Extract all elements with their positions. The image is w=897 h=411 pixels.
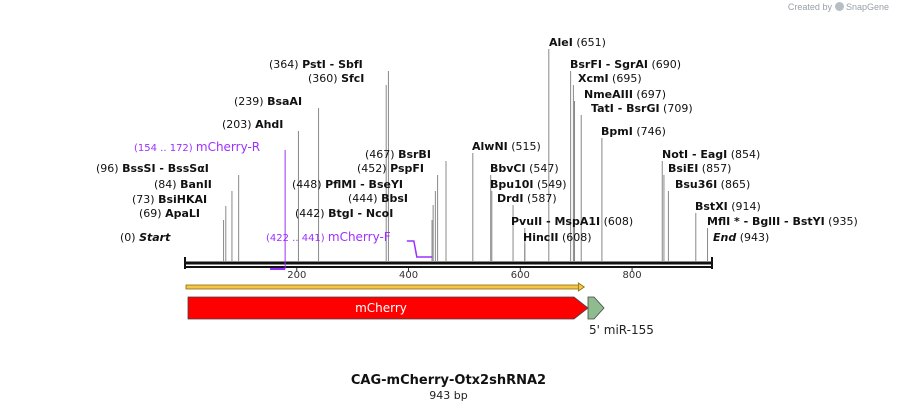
site-label-bsihkai: (73) BsiHKAI: [132, 193, 207, 206]
site-label-ahdi: (203) AhdI: [222, 118, 283, 131]
orf-arrowhead: [577, 282, 586, 292]
site-label-alei: AleI (651): [549, 36, 606, 49]
site-label-tati-bsrgi: TatI - BsrGI (709): [591, 102, 693, 115]
site-label-alwni: AlwNI (515): [472, 140, 541, 153]
site-label-bsssi-bsss-i: (96) BssSI - BssSαI: [96, 162, 209, 175]
map-title: CAG-mCherry-Otx2shRNA2: [350, 373, 547, 388]
site-label-pspfi: (452) PspFI: [357, 162, 424, 175]
site-label-banii: (84) BanII: [154, 178, 212, 191]
site-label-bpu10i: Bpu10I (549): [490, 178, 567, 191]
site-label-xcmi: XcmI (695): [578, 72, 642, 85]
feature-label-mir155: 5' miR-155: [589, 323, 654, 337]
site-label-pvuii-mspa1i: PvuII - MspA1I (608): [511, 215, 633, 228]
site-label-bsiei: BsiEI (857): [668, 162, 731, 175]
ruler-tick-label: 200: [287, 270, 306, 281]
site-label-bstxi: BstXI (914): [695, 200, 761, 213]
site-label-hincii: HincII (608): [523, 231, 592, 244]
feature-mcherry: [187, 296, 589, 320]
feature-label-mcherry: mCherry: [355, 301, 407, 315]
ruler-tick-label: 800: [623, 270, 642, 281]
primer-arrow-mCherry-F: [406, 240, 433, 258]
site-label-bsrfi-sgrai: BsrFI - SgrAI (690): [570, 58, 681, 71]
site-label-bbvci: BbvCI (547): [490, 162, 559, 175]
brand-name: SnapGene: [845, 2, 889, 12]
primer-label-mCherry-R: (154 .. 172) mCherry-R: [134, 140, 260, 154]
site-label-bsu36i: Bsu36I (865): [675, 178, 750, 191]
site-label-psti-sbfi: (364) PstI - SbfI: [269, 58, 363, 71]
ruler-tick-label: 400: [399, 270, 418, 281]
site-label-btgi-ncoi: (442) BtgI - NcoI: [295, 207, 393, 220]
site-label-sfci: (360) SfcI: [308, 72, 364, 85]
primer-label-mCherry-F: (422 .. 441) mCherry-F: [266, 230, 391, 244]
ruler-tick-label: 600: [511, 270, 530, 281]
site-label-end: End (943): [713, 231, 769, 244]
brand-credit[interactable]: Created by SnapGene: [788, 2, 889, 12]
site-label-noti-eagi: NotI - EagI (854): [662, 148, 760, 161]
snapgene-logo-icon: [834, 2, 844, 11]
brand-prefix: Created by: [787, 2, 832, 12]
site-label-bsrbi: (467) BsrBI: [365, 148, 431, 161]
orf-bar: [185, 284, 580, 290]
site-label-bbsi: (444) BbsI: [348, 192, 408, 205]
feature-5-mir-155: [587, 296, 605, 320]
site-label-apali: (69) ApaLI: [139, 207, 200, 220]
site-label-pflmi-bseyi: (448) PflMI - BseYI: [292, 178, 403, 191]
site-label-start: (0) Start: [120, 231, 171, 244]
site-label-drdi: DrdI (587): [497, 192, 557, 205]
site-label-nmeaiii: NmeAIII (697): [584, 88, 666, 101]
map-length: 943 bp: [429, 389, 468, 402]
site-label-bpmi: BpmI (746): [601, 125, 666, 138]
site-label-mfli-bglii-bstyi: MflI * - BglII - BstYI (935): [707, 215, 858, 228]
site-label-bsaai: (239) BsaAI: [234, 95, 302, 108]
